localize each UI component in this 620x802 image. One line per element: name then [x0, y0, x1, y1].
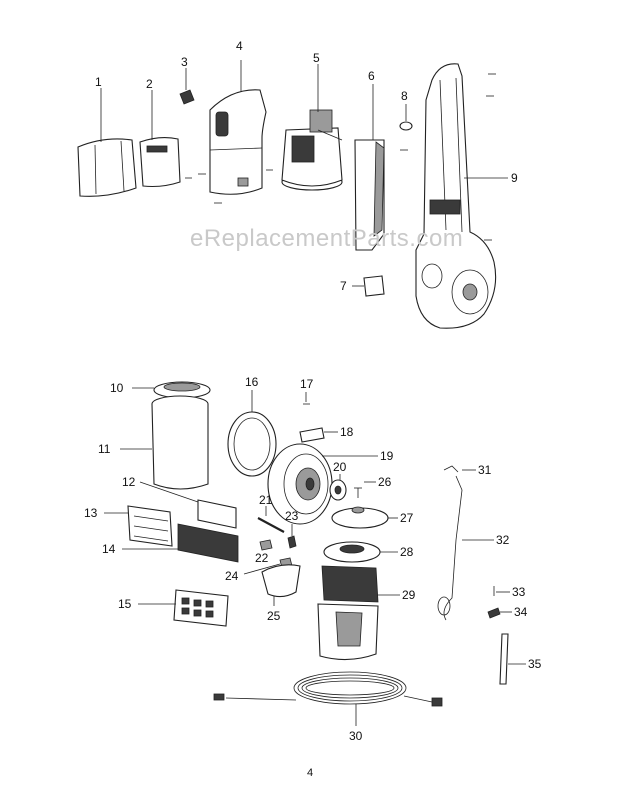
part-15-exhaust-filter	[138, 589, 229, 627]
callout-32: 32	[496, 533, 510, 547]
part-33-pin	[493, 586, 510, 596]
callout-11: 11	[98, 442, 111, 456]
callout-14: 14	[102, 542, 116, 556]
callout-22: 22	[255, 551, 269, 565]
part-25-base-cup	[261, 564, 301, 606]
callout-19: 19	[380, 449, 394, 463]
watermark-text: eReplacementParts.com	[190, 225, 463, 252]
callout-7: 7	[340, 279, 347, 293]
part-16-gasket-ring	[227, 390, 277, 477]
callout-8: 8	[401, 89, 408, 103]
callout-29: 29	[402, 588, 416, 602]
callout-30: 30	[349, 729, 363, 743]
part-23-fastener	[287, 524, 297, 549]
callout-12: 12	[122, 475, 136, 489]
part-1-front-cover	[77, 88, 137, 197]
callout-27: 27	[400, 511, 414, 525]
part-9-main-body	[415, 63, 508, 329]
part-5-motor-housing	[281, 64, 343, 191]
part-30-power-cord	[213, 671, 443, 726]
callout-13: 13	[84, 506, 98, 520]
page-number: 4	[307, 767, 313, 779]
part-11-dust-cup	[120, 395, 209, 490]
callout-9: 9	[511, 171, 518, 185]
callout-35: 35	[528, 657, 542, 671]
part-10-dust-cup-lid	[132, 381, 211, 399]
part-12-filter-screen	[139, 481, 237, 529]
part-20-bearing-cap	[329, 474, 347, 501]
callout-2: 2	[146, 77, 153, 91]
callout-26: 26	[378, 475, 392, 489]
part-4-handle-housing	[209, 60, 267, 195]
part-32-wire-harness	[437, 475, 494, 621]
callout-23: 23	[285, 509, 299, 523]
part-19-cyclone-separator	[267, 443, 378, 525]
callout-3: 3	[181, 55, 188, 69]
part-27-cyclone-cover	[331, 506, 398, 529]
part-2-cover-panel	[139, 90, 181, 188]
part-21-rod	[257, 506, 285, 533]
callout-1: 1	[95, 75, 102, 89]
callout-15: 15	[118, 597, 132, 611]
callout-6: 6	[368, 69, 375, 83]
callout-5: 5	[313, 51, 320, 65]
callout-34: 34	[514, 605, 528, 619]
part-29-motor-assembly	[317, 565, 400, 661]
callout-16: 16	[245, 375, 259, 389]
part-28-motor-cover	[323, 541, 398, 563]
callout-20: 20	[333, 460, 347, 474]
part-6-air-duct	[354, 84, 385, 251]
callout-28: 28	[400, 545, 414, 559]
part-18-pad	[299, 427, 338, 443]
callout-25: 25	[267, 609, 281, 623]
part-7-plate	[352, 275, 385, 297]
callout-31: 31	[478, 463, 492, 477]
part-13-filter-frame	[104, 505, 173, 547]
callout-18: 18	[340, 425, 354, 439]
callout-17: 17	[300, 377, 314, 391]
part-17-screw	[303, 392, 310, 405]
part-3-latch	[179, 68, 195, 105]
part-35-cord-clip	[499, 633, 526, 685]
callout-4: 4	[236, 39, 243, 53]
callout-33: 33	[512, 585, 526, 599]
part-31-hook	[443, 465, 476, 473]
callout-24: 24	[225, 569, 239, 583]
part-22-bolt	[259, 539, 273, 551]
callout-21: 21	[259, 493, 273, 507]
part-14-pleated-filter	[122, 523, 239, 563]
callout-10: 10	[110, 381, 124, 395]
part-34-switch	[487, 607, 512, 619]
part-8-washer	[399, 104, 413, 131]
part-26-screw	[354, 481, 376, 498]
